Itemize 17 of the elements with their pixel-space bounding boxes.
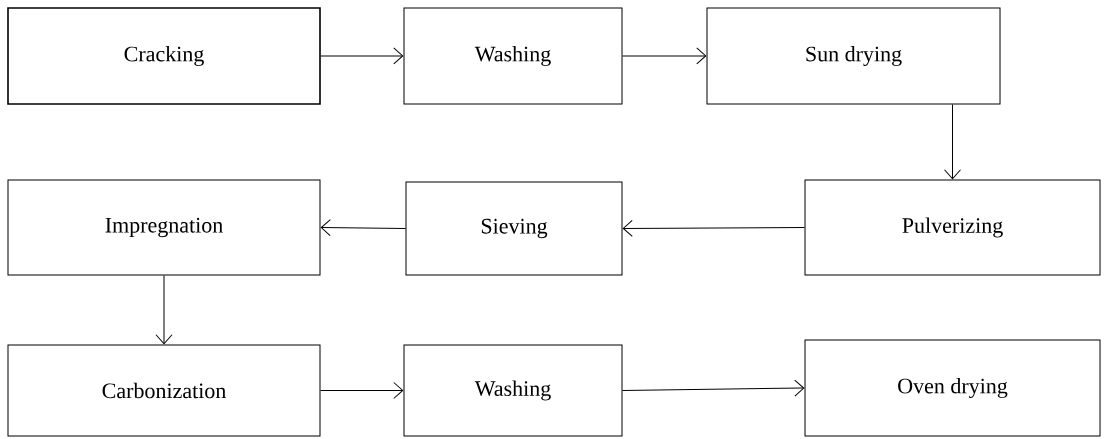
arrow bbox=[320, 219, 406, 237]
process-box: Sieving bbox=[405, 181, 623, 276]
arrow bbox=[622, 379, 805, 397]
arrow bbox=[320, 382, 404, 399]
process-box: Washing bbox=[403, 344, 623, 437]
arrow bbox=[622, 219, 805, 237]
arrow bbox=[944, 104, 961, 180]
process-box: Pulverizing bbox=[804, 179, 1101, 276]
arrow bbox=[622, 47, 707, 65]
process-box: Impregnation bbox=[7, 179, 321, 276]
arrow bbox=[320, 47, 404, 65]
arrow bbox=[155, 275, 173, 345]
process-box: Carbonization bbox=[7, 344, 321, 437]
process-box: Washing bbox=[403, 7, 623, 105]
process-box: Cracking bbox=[7, 7, 321, 105]
process-box: Sun drying bbox=[706, 7, 1001, 105]
process-box: Oven drying bbox=[804, 339, 1101, 437]
